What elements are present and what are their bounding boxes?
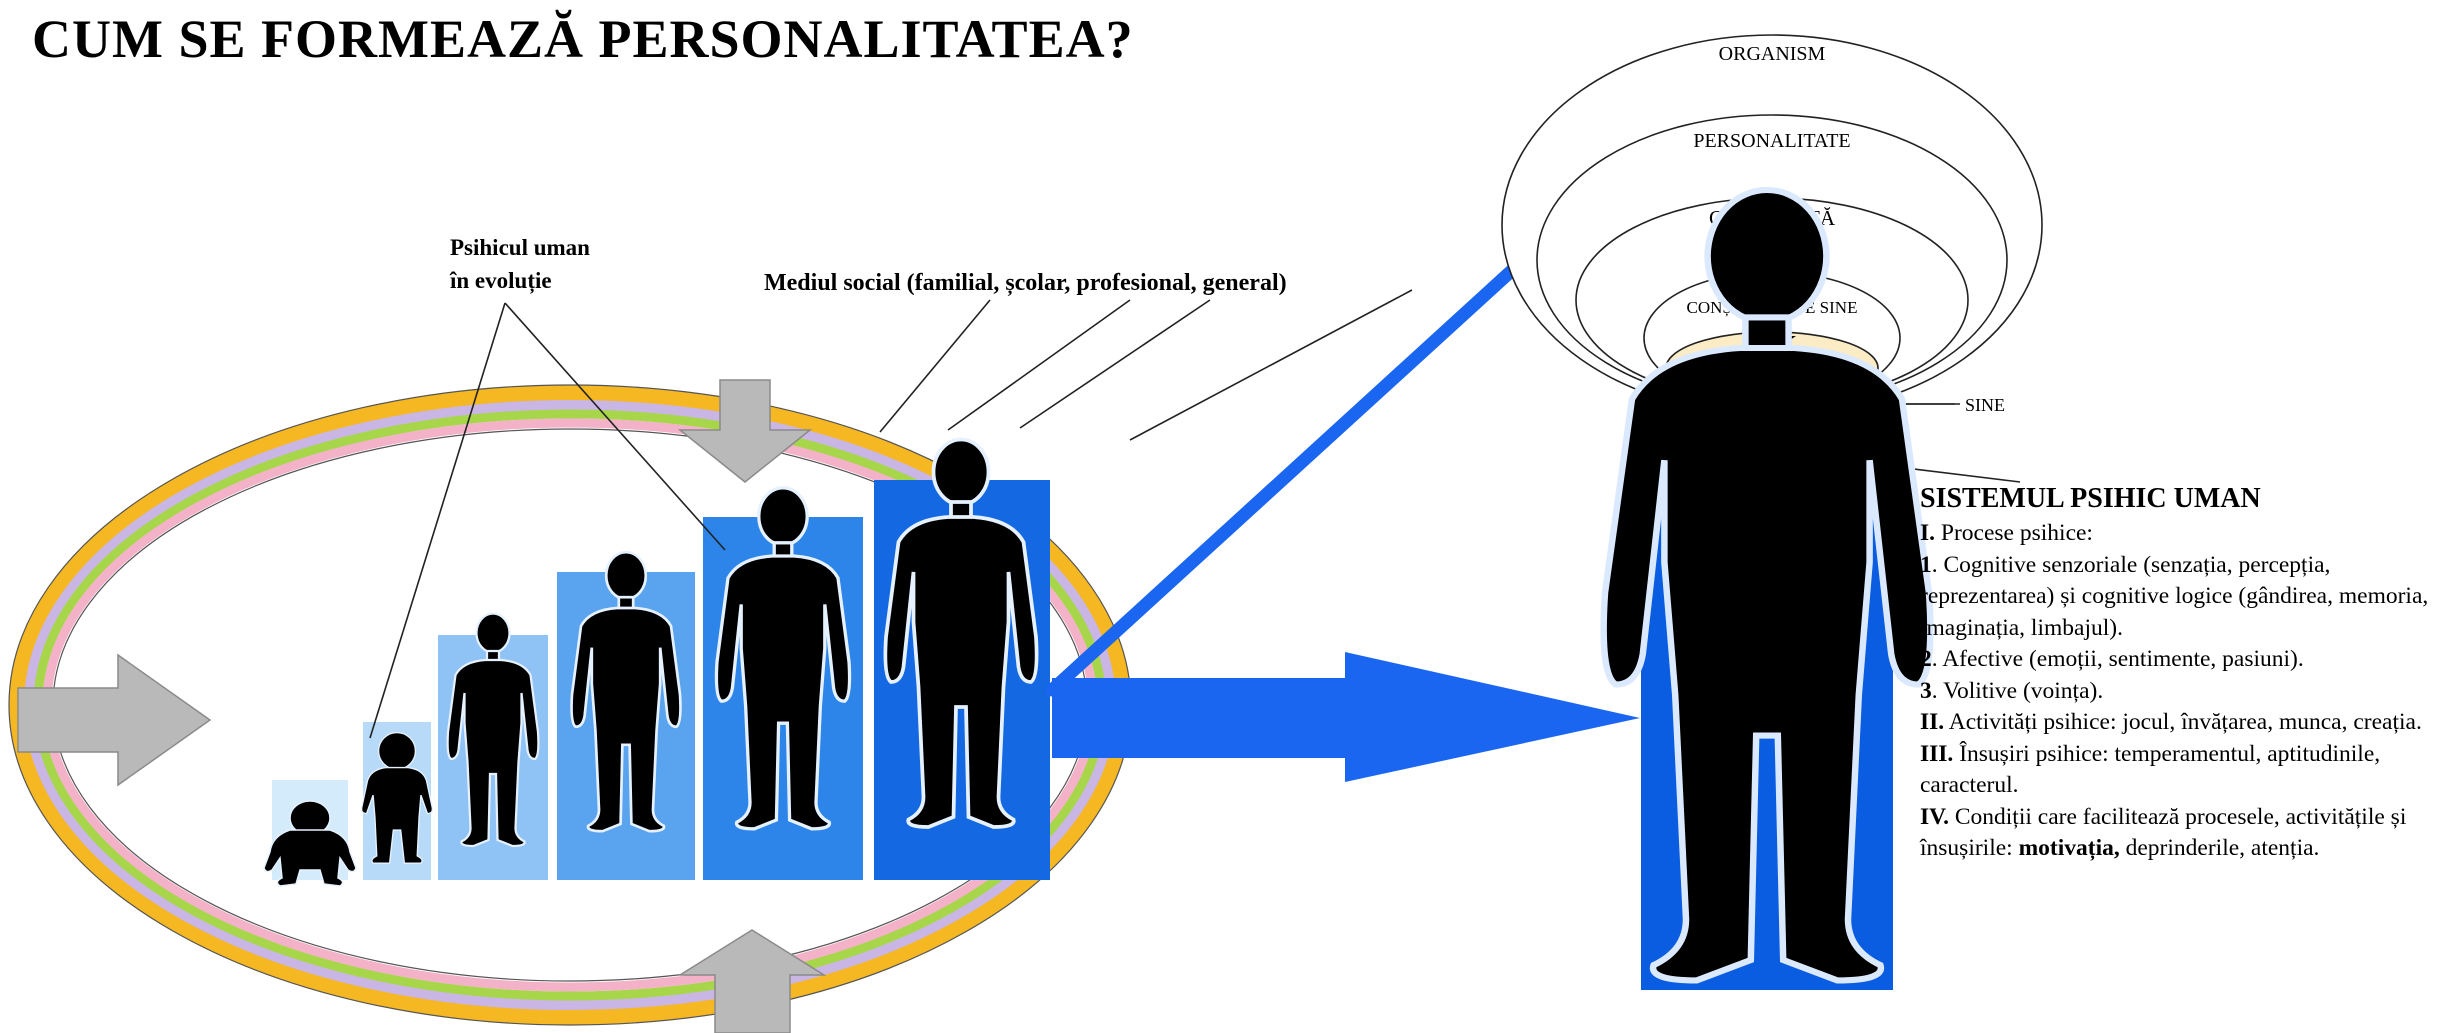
- system-heading: SISTEMUL PSIHIC UMAN: [1920, 483, 2261, 514]
- transfer-arrow: [1052, 652, 1640, 782]
- circle-label-organism: ORGANISM: [1719, 43, 1826, 65]
- arrow-up-icon: [677, 929, 827, 1033]
- big-arrow-right-icon: [1052, 652, 1640, 782]
- arrow-down-icon: [677, 379, 813, 483]
- development-bars: [263, 437, 1050, 887]
- system-item-iv: IV. Condiții care facilitează procesele,…: [1920, 803, 2407, 862]
- influence-arrows: [17, 379, 827, 1033]
- system-item-i: I. Procese psihice:: [1920, 520, 2093, 546]
- system-item-ii: II. Activități psihice: jocul, învățarea…: [1920, 709, 2422, 735]
- system-item-1: 1. Cognitive senzoriale (senzația, perce…: [1920, 551, 2429, 641]
- page-title: CUM SE FORMEAZĂ PERSONALITATEA?: [32, 9, 1134, 69]
- psihic-label-line2: în evoluție: [449, 268, 552, 294]
- arrow-right-icon: [17, 653, 212, 787]
- psihic-label-line1: Psihicul uman: [450, 235, 590, 260]
- system-item-2: 2. Afective (emoții, sentimente, pasiuni…: [1920, 646, 2304, 672]
- mediu-social-label: Mediul social (familial, școlar, profesi…: [764, 270, 1287, 296]
- system-item-3: 3. Volitive (voința).: [1920, 677, 2104, 704]
- system-item-iii: III. Însușiri psihice: temperamentul, ap…: [1920, 740, 2381, 799]
- circle-label-personalitate: PERSONALITATE: [1693, 130, 1850, 152]
- psychic-system-panel-text: SISTEMUL PSIHIC UMAN I. Procese psihice:…: [1920, 482, 2440, 865]
- sine-label: SINE: [1965, 395, 2005, 415]
